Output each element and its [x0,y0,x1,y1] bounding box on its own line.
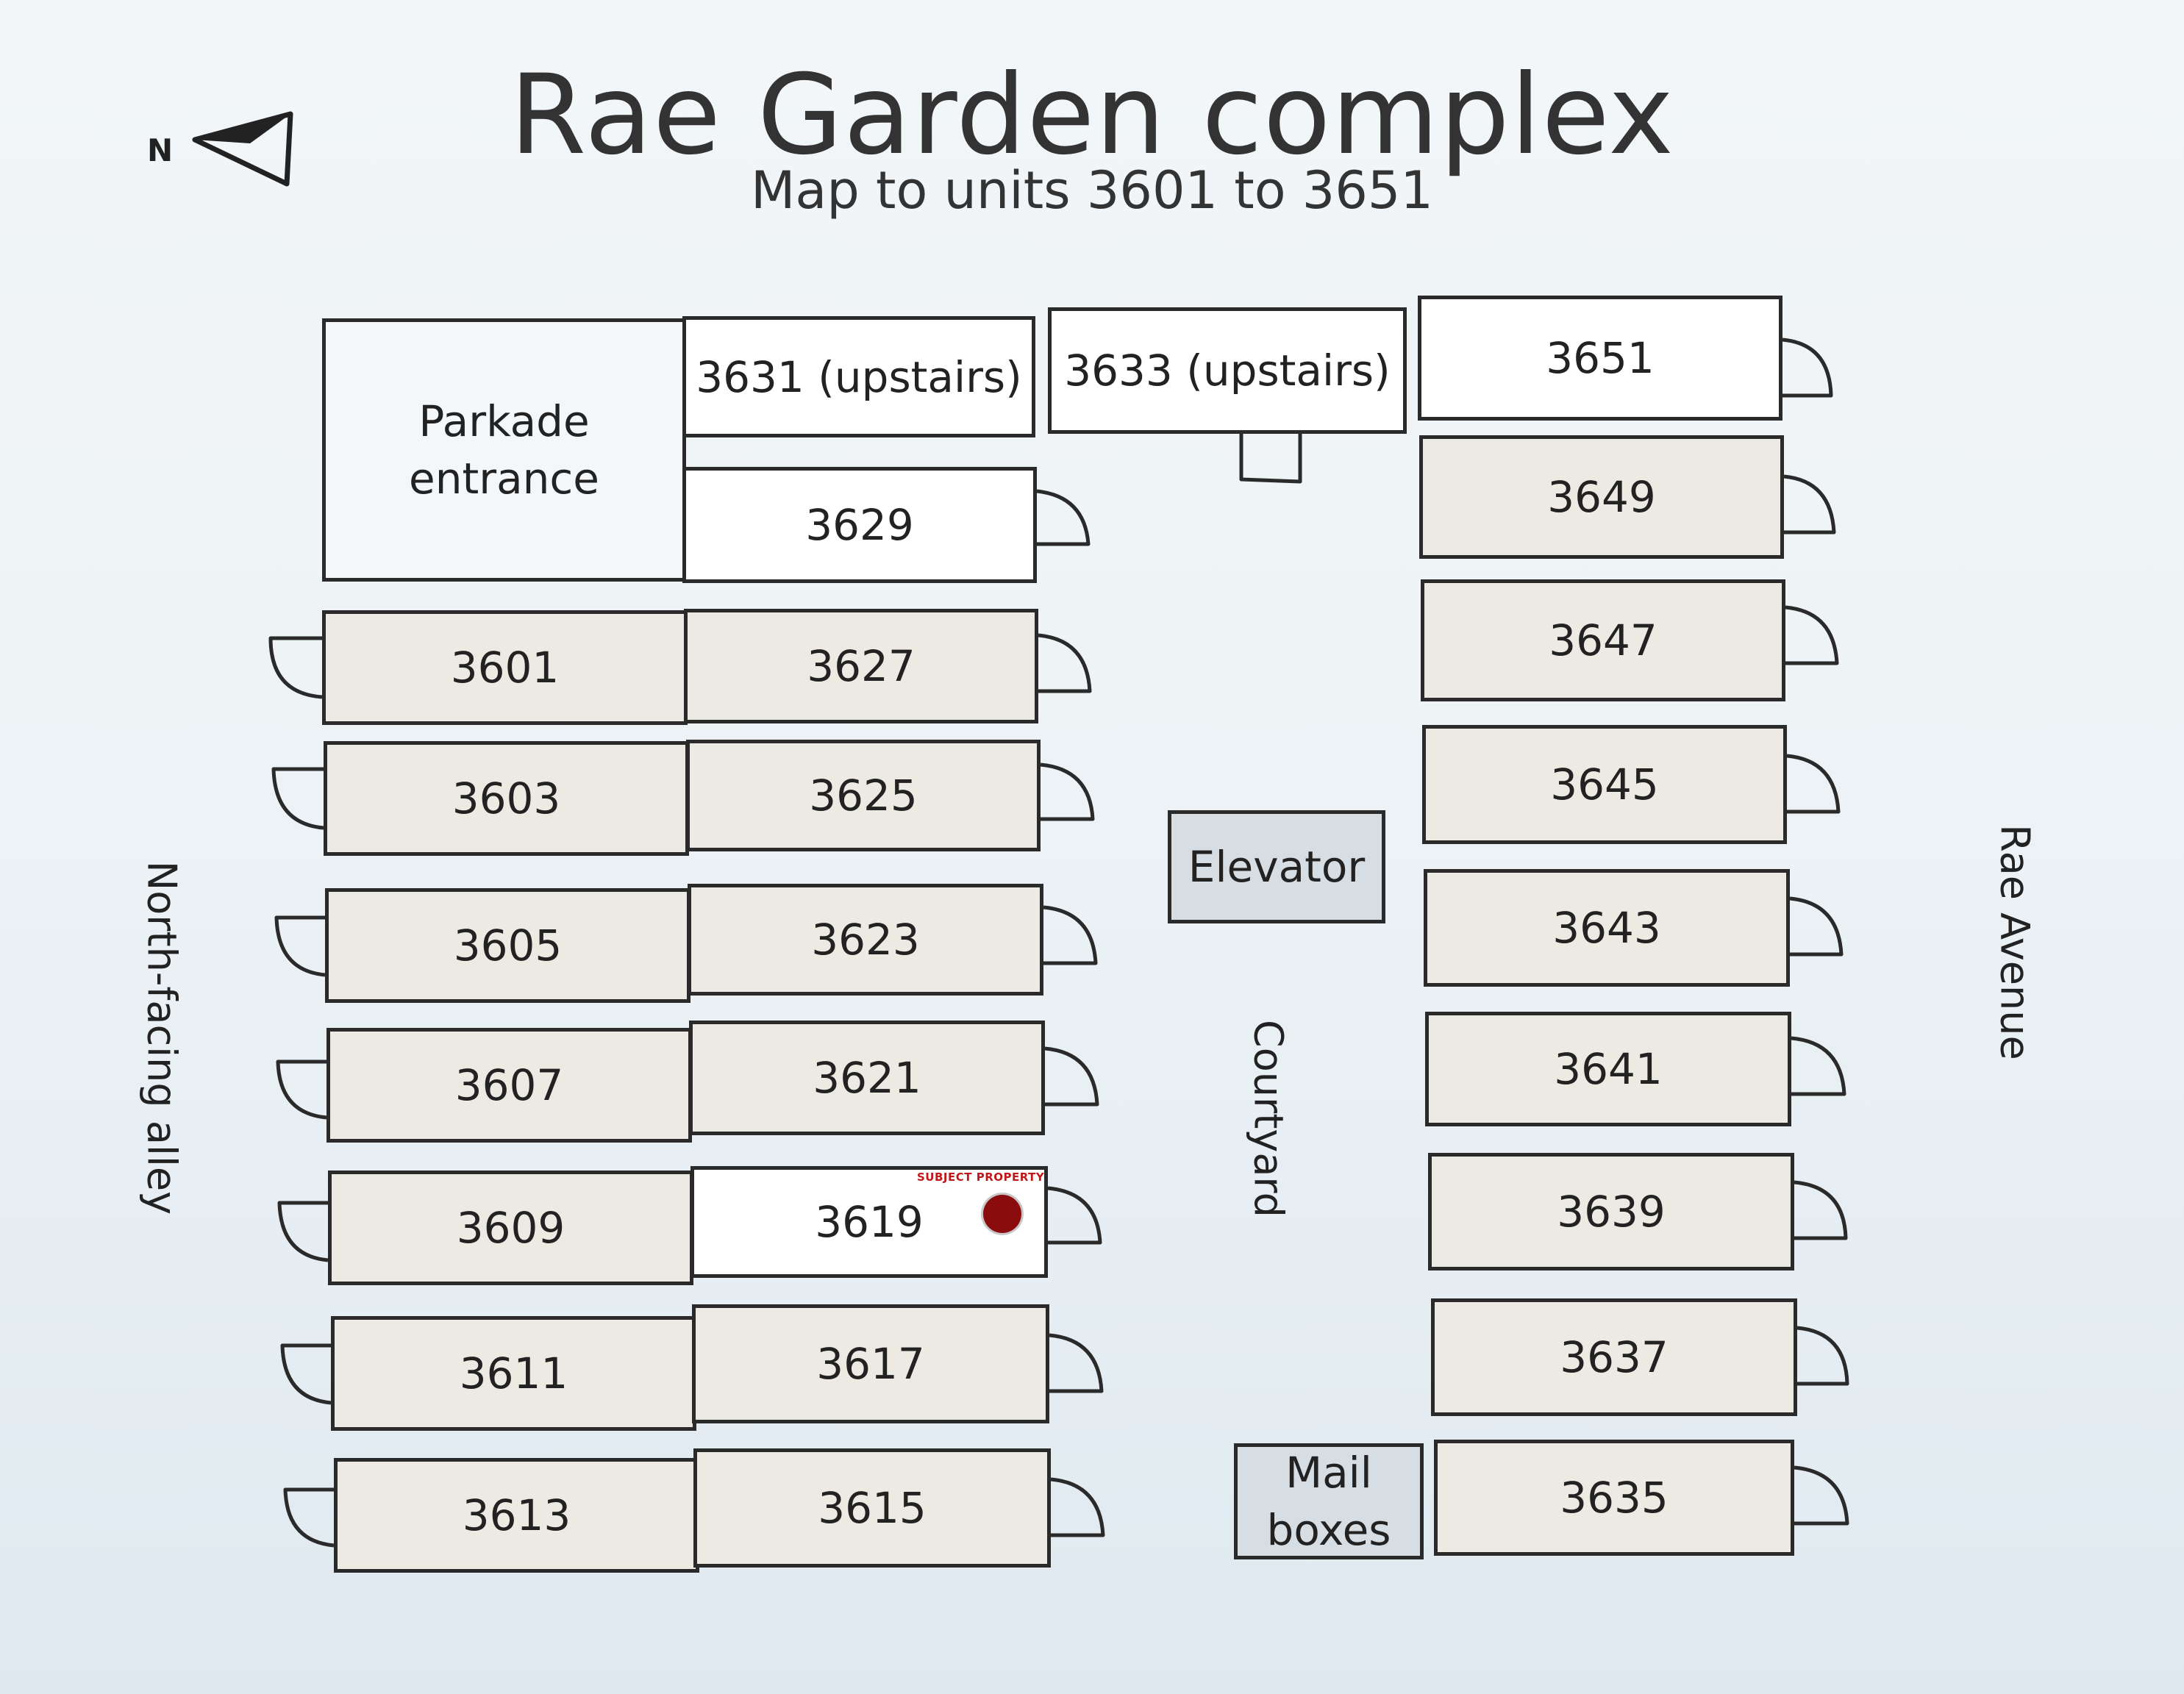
unit-3651: 3651 [1418,296,1782,421]
unit-3645-label: 3645 [1550,760,1659,810]
unit-3649: 3649 [1419,435,1784,559]
unit-3645: 3645 [1422,725,1787,844]
door-icon [1043,905,1098,965]
door-icon [1789,896,1844,957]
unit-3611-label: 3611 [459,1348,568,1398]
door-icon [274,915,326,977]
door-icon [1050,1477,1105,1537]
unit-3615-label: 3615 [818,1483,927,1533]
door-icon [1047,1186,1102,1245]
door-icon [1040,762,1095,821]
door-icon [1783,474,1836,535]
door-icon [280,1343,332,1405]
door-icon [276,1059,327,1120]
door-icon [1785,605,1839,665]
map-subtitle: Map to units 3601 to 3651 [751,160,1433,221]
north-facing-alley-label: North-facing alley [138,860,185,1215]
unit-3611: 3611 [331,1316,696,1431]
parkade-entrance: Parkade entrance [322,318,686,582]
door-icon [1786,754,1841,814]
unit-3639: 3639 [1428,1153,1794,1270]
unit-3643-label: 3643 [1552,903,1661,953]
parkade-label-line2: entrance [409,454,599,504]
unit-3607: 3607 [326,1028,692,1143]
door-icon [268,636,323,699]
door-icon [1794,1465,1849,1526]
door-icon [1791,1036,1846,1096]
unit-3627: 3627 [684,609,1038,723]
unit-3623-label: 3623 [811,915,920,965]
unit-3647: 3647 [1421,579,1785,701]
unit-3629: 3629 [682,467,1037,583]
door-icon [1044,1046,1099,1107]
unit-3639-label: 3639 [1557,1187,1666,1237]
door-icon [1239,434,1302,484]
subject-property-label: SUBJECT PROPERTY [917,1171,1045,1184]
unit-3609-label: 3609 [456,1203,565,1253]
unit-3625: 3625 [686,740,1041,851]
compass: N [147,110,309,199]
door-icon [1038,633,1092,693]
unit-3619-label: 3619 [815,1197,924,1247]
unit-3625-label: 3625 [809,771,918,821]
rae-avenue-label: Rae Avenue [1991,824,2038,1060]
door-icon [283,1487,335,1548]
unit-3631: 3631 (upstairs) [682,316,1035,437]
unit-3651-label: 3651 [1546,333,1655,383]
mail-label-line2: boxes [1266,1505,1391,1555]
unit-3633-label: 3633 (upstairs) [1064,346,1391,396]
unit-3607-label: 3607 [454,1060,564,1110]
unit-3629-label: 3629 [805,500,914,550]
courtyard-label: Courtyard [1245,1020,1292,1218]
door-icon [1796,1326,1849,1386]
unit-3613: 3613 [334,1458,699,1573]
door-icon [1036,489,1091,546]
unit-3621: 3621 [689,1021,1045,1135]
unit-3613-label: 3613 [462,1490,571,1540]
subject-property-marker [983,1195,1021,1233]
unit-3605-label: 3605 [453,921,563,971]
elevator-label: Elevator [1188,842,1366,892]
unit-3617: 3617 [692,1304,1049,1423]
elevator: Elevator [1168,810,1385,923]
mail-boxes: Mail boxes [1234,1443,1424,1559]
door-icon [271,767,324,830]
unit-3635: 3635 [1434,1440,1794,1556]
unit-3603-label: 3603 [452,773,561,823]
parkade-label-line1: Parkade [418,396,590,446]
unit-3633: 3633 (upstairs) [1048,307,1407,434]
unit-3615: 3615 [693,1448,1051,1568]
unit-3641-label: 3641 [1554,1044,1663,1094]
mail-label-line1: Mail [1285,1448,1372,1498]
door-icon [1782,337,1833,398]
door-icon [277,1201,329,1262]
door-icon [1794,1180,1848,1240]
unit-3603: 3603 [324,741,689,856]
compass-label: N [147,132,174,168]
unit-3637: 3637 [1431,1298,1797,1416]
north-arrow-icon [192,111,293,187]
unit-3631-label: 3631 (upstairs) [696,351,1022,402]
unit-3647-label: 3647 [1549,615,1657,665]
door-icon [1049,1333,1104,1393]
unit-3601-label: 3601 [450,643,560,693]
unit-3609: 3609 [328,1171,693,1285]
unit-3643: 3643 [1424,869,1790,987]
unit-3605: 3605 [325,888,690,1003]
map-title: Rae Garden complex [510,51,1674,179]
unit-3627-label: 3627 [807,641,916,691]
unit-3641: 3641 [1425,1012,1791,1126]
unit-3623: 3623 [688,884,1043,996]
unit-3635-label: 3635 [1560,1473,1669,1523]
unit-3649-label: 3649 [1547,472,1656,522]
unit-3637-label: 3637 [1560,1332,1669,1382]
unit-3617-label: 3617 [816,1339,925,1389]
unit-3621-label: 3621 [813,1053,921,1103]
